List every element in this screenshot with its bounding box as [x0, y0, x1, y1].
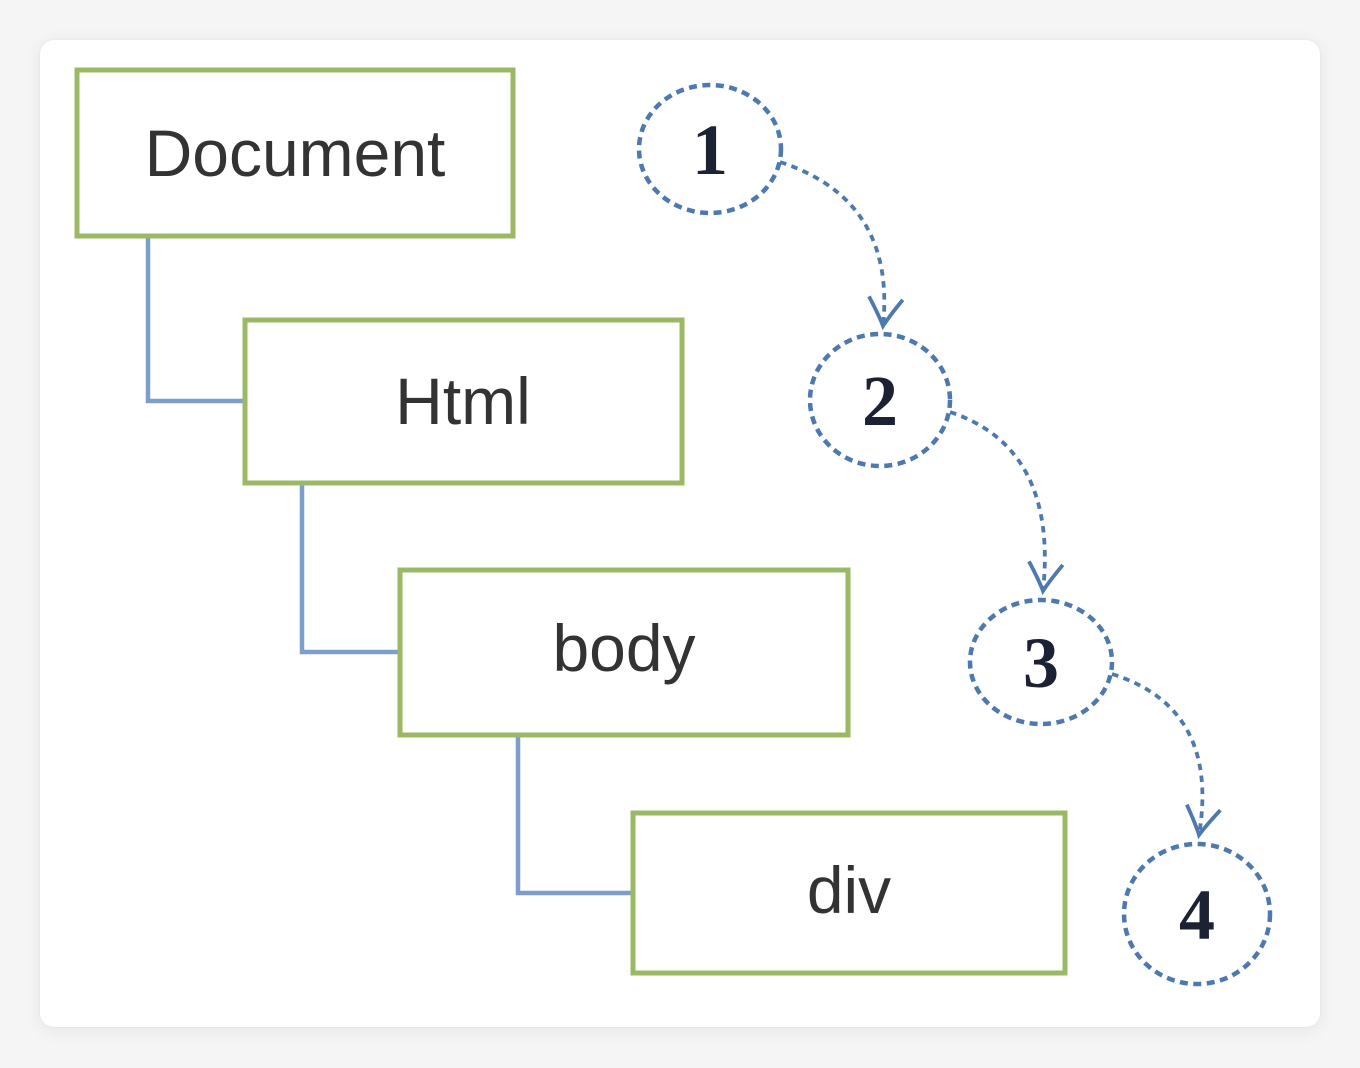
- step-circle-3-outline: [967, 597, 1115, 727]
- node-div-box: [630, 810, 1068, 976]
- arrow-step-1-2: [779, 160, 905, 331]
- node-body-box: [397, 567, 851, 738]
- arrow-step-2-3: [949, 410, 1065, 596]
- step-circle-2-number: 2: [862, 361, 898, 441]
- step-circle-2: 2: [807, 331, 953, 469]
- step-circle-3-number: 3: [1023, 623, 1059, 703]
- step-circle-1-outline: [636, 82, 784, 216]
- node-html-box: [242, 317, 685, 486]
- node-div-label: div: [807, 853, 891, 927]
- dom-tree-diagram: Document Html body div 1 2 3: [74, 67, 1273, 987]
- node-document-box: [74, 67, 516, 239]
- step-circle-4: 4: [1121, 841, 1273, 987]
- connector-html-body: [299, 483, 398, 655]
- step-circle-1-number: 1: [692, 110, 728, 190]
- arrow-step-3-4: [1111, 672, 1222, 840]
- connector-body-div: [515, 735, 631, 896]
- node-body: body: [397, 567, 851, 738]
- node-html: Html: [242, 317, 685, 486]
- node-div: div: [630, 810, 1068, 976]
- node-document-label: Document: [145, 116, 446, 190]
- connector-document-html: [145, 236, 243, 404]
- node-document: Document: [74, 67, 516, 239]
- diagram-card: Document Html body div 1 2 3: [40, 40, 1320, 1027]
- step-circle-3: 3: [967, 597, 1115, 727]
- node-body-label: body: [552, 611, 695, 685]
- step-circle-4-outline: [1121, 841, 1273, 987]
- step-circle-1: 1: [636, 82, 784, 216]
- node-html-label: Html: [395, 364, 531, 438]
- step-circle-4-number: 4: [1179, 875, 1215, 955]
- step-circle-2-outline: [807, 331, 953, 469]
